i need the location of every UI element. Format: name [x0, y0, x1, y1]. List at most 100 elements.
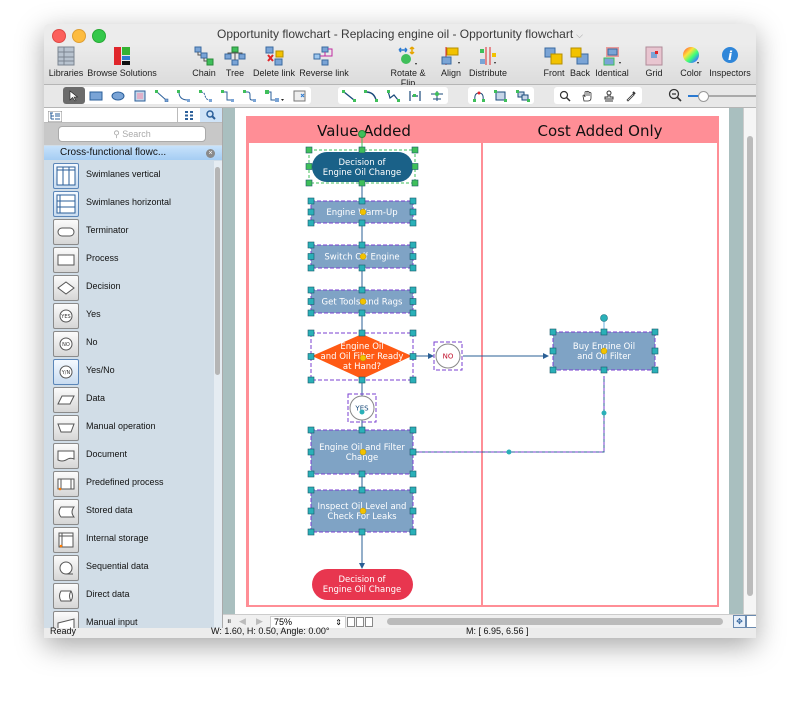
selection-handle[interactable]: [411, 146, 419, 154]
arc-connector-tool[interactable]: [173, 87, 195, 104]
bezier-connector-tool[interactable]: [195, 87, 217, 104]
selection-outline[interactable]: [433, 341, 463, 371]
selection-handle[interactable]: [409, 486, 417, 494]
selection-handle[interactable]: [358, 146, 366, 154]
library-header[interactable]: Cross-functional flowc... ×: [44, 146, 222, 160]
prev-page-icon[interactable]: ◀: [239, 616, 246, 626]
selection-handle[interactable]: [307, 448, 315, 456]
inspectors-button[interactable]: i Inspectors: [708, 46, 752, 78]
selection-handle[interactable]: [307, 376, 315, 384]
next-page-icon[interactable]: ▶: [256, 616, 263, 626]
library-item-manual-input[interactable]: Manual input: [44, 609, 214, 628]
reverse-link-button[interactable]: Reverse link: [299, 46, 349, 78]
fit-page-icon[interactable]: ✥: [733, 615, 746, 628]
selection-handle[interactable]: [307, 309, 315, 317]
selection-handle[interactable]: [651, 328, 659, 336]
selection-handle[interactable]: [307, 507, 315, 515]
close-button[interactable]: [52, 29, 66, 43]
chevron-down-icon[interactable]: ⌵: [576, 30, 583, 40]
vertical-scrollbar-knob[interactable]: [747, 136, 753, 596]
selection-handle[interactable]: [358, 286, 366, 294]
selection-handle[interactable]: [409, 507, 417, 515]
selection-handle[interactable]: [409, 470, 417, 478]
library-item-swimlanes-vertical[interactable]: Swimlanes vertical: [44, 161, 214, 189]
align-button[interactable]: Align: [438, 46, 464, 78]
selection-handle[interactable]: [409, 197, 417, 205]
selection-handle[interactable]: [358, 486, 366, 494]
selection-handle[interactable]: [307, 264, 315, 272]
selection-handle[interactable]: [409, 286, 417, 294]
search-libraries-button[interactable]: [200, 108, 222, 122]
library-item-internal-storage[interactable]: Internal storage: [44, 525, 214, 553]
selection-handle[interactable]: [358, 241, 366, 249]
selection-handle[interactable]: [307, 528, 315, 536]
grid-view-button[interactable]: [177, 108, 200, 122]
selection-handle[interactable]: [409, 208, 417, 216]
rotation-handle[interactable]: [600, 314, 608, 322]
selection-handle[interactable]: [307, 353, 315, 360]
text-edit-handle[interactable]: [600, 347, 608, 355]
arc-tool[interactable]: [360, 87, 382, 104]
selection-handle[interactable]: [409, 264, 417, 272]
sidebar-scrollbar[interactable]: [214, 161, 222, 628]
selection-handle[interactable]: [358, 264, 366, 272]
selection-handle[interactable]: [307, 470, 315, 478]
selection-handle[interactable]: [358, 528, 366, 536]
close-library-icon[interactable]: ×: [206, 149, 215, 158]
insert-object-tool[interactable]: [289, 87, 311, 104]
rotate-flip-button[interactable]: Rotate & Flip: [382, 46, 434, 88]
selection-handle[interactable]: [411, 179, 419, 187]
library-item-direct-data[interactable]: Direct data: [44, 581, 214, 609]
yes-connector-circle[interactable]: [349, 395, 375, 421]
selection-handle[interactable]: [409, 309, 417, 317]
library-item-manual-operation[interactable]: Manual operation: [44, 413, 214, 441]
select-tool[interactable]: [63, 87, 85, 104]
sidebar-scrollbar-knob[interactable]: [215, 167, 220, 375]
selection-handle[interactable]: [307, 241, 315, 249]
selection-handle[interactable]: [307, 426, 315, 434]
rotation-handle[interactable]: [358, 130, 366, 138]
selection-handle[interactable]: [600, 328, 608, 336]
selection-handle[interactable]: [409, 329, 417, 337]
selection-handle[interactable]: [411, 163, 419, 170]
selection-handle[interactable]: [358, 470, 366, 478]
text-edit-handle[interactable]: [359, 354, 367, 362]
selection-outline[interactable]: [347, 393, 377, 423]
connector-buy-change[interactable]: [412, 376, 605, 453]
delete-link-button[interactable]: Delete link: [252, 46, 296, 78]
selection-handle[interactable]: [358, 376, 366, 384]
horizontal-scrollbar[interactable]: [387, 618, 723, 625]
selection-handle[interactable]: [307, 219, 315, 227]
selection-handle[interactable]: [358, 426, 366, 434]
zoom-tool[interactable]: [554, 87, 576, 104]
line-tool[interactable]: [338, 87, 360, 104]
selection-handle[interactable]: [409, 376, 417, 384]
page-view-icon[interactable]: [746, 615, 756, 628]
selection-handle[interactable]: [307, 486, 315, 494]
library-tree-icon[interactable]: [47, 109, 63, 127]
selection-handle[interactable]: [651, 366, 659, 374]
selection-handle[interactable]: [549, 328, 557, 336]
selection-handle[interactable]: [358, 219, 366, 227]
minimize-button[interactable]: [72, 29, 86, 43]
direct-connector-tool[interactable]: [151, 87, 173, 104]
selection-handle[interactable]: [358, 309, 366, 317]
connector-handle[interactable]: [359, 409, 365, 415]
browse-solutions-button[interactable]: Browse Solutions: [87, 46, 157, 78]
zoom-button[interactable]: [92, 29, 106, 43]
library-item-process[interactable]: Process: [44, 245, 214, 273]
selection-handle[interactable]: [307, 208, 315, 216]
smart-connector-tool[interactable]: [217, 87, 239, 104]
library-item-stored-data[interactable]: Stored data: [44, 497, 214, 525]
text-edit-handle[interactable]: [359, 448, 367, 456]
library-item-document[interactable]: Document: [44, 441, 214, 469]
orthogonal-connector-tool[interactable]: [261, 87, 289, 104]
selection-handle[interactable]: [307, 298, 315, 305]
pause-icon[interactable]: ⏸: [227, 616, 232, 626]
tree-button[interactable]: Tree: [222, 46, 248, 78]
distribute-button[interactable]: Distribute: [468, 46, 508, 78]
grid-button[interactable]: Grid: [642, 46, 666, 78]
